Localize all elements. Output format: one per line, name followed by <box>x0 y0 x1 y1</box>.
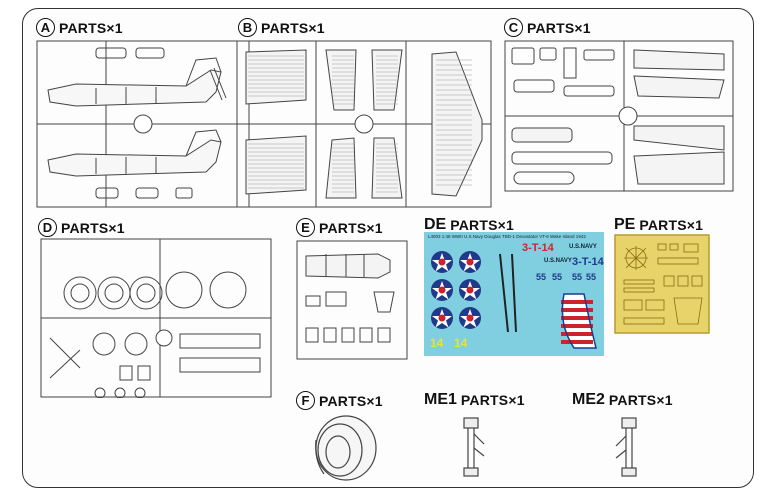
sprue-e-drawing <box>296 240 408 360</box>
group-b-count: PARTS×1 <box>261 19 325 36</box>
group-a-label: A PARTS×1 <box>36 18 123 37</box>
decal-header: L4003 1:48 WWII U.S.Navy Douglas TBD-1 D… <box>428 234 586 239</box>
sprue-b-drawing <box>236 40 492 208</box>
decal-num-b: 55 <box>552 272 563 282</box>
group-b-id: B <box>238 18 257 37</box>
group-me2-id: ME2 <box>572 391 605 408</box>
group-f-count: PARTS×1 <box>319 392 383 409</box>
decal-num-d: 55 <box>586 272 597 282</box>
group-e-id: E <box>296 218 315 237</box>
sprue-a-drawing <box>36 40 250 208</box>
group-de-label: DE PARTS×1 <box>424 216 514 234</box>
group-de-id: DE <box>424 216 447 233</box>
decal-usnavy-top: U.S.NAVY <box>569 244 597 250</box>
group-d-label: D PARTS×1 <box>38 218 125 237</box>
landing-gear-me2 <box>615 417 637 477</box>
group-f-label: F PARTS×1 <box>296 391 383 410</box>
sprue-c-drawing <box>504 40 734 192</box>
group-me2-label: ME2 PARTS×1 <box>572 391 673 409</box>
group-d-id: D <box>38 218 57 237</box>
group-me1-count: PARTS×1 <box>460 392 525 408</box>
group-b-label: B PARTS×1 <box>238 18 325 37</box>
group-f-id: F <box>296 391 315 410</box>
decal-sheet: L4003 1:48 WWII U.S.Navy Douglas TBD-1 D… <box>424 232 604 356</box>
decal-num-a: 55 <box>536 272 547 282</box>
group-me2-count: PARTS×1 <box>608 392 673 408</box>
decal-bottom-right: 14 <box>454 336 468 350</box>
group-me1-label: ME1 PARTS×1 <box>424 391 525 409</box>
group-e-count: PARTS×1 <box>319 219 383 236</box>
photo-etch-fret <box>614 234 710 334</box>
decal-code-right: 3-T-14 <box>572 256 604 268</box>
group-a-count: PARTS×1 <box>59 19 123 36</box>
cowling-part-f <box>315 415 377 481</box>
group-e-label: E PARTS×1 <box>296 218 383 237</box>
sprue-d-drawing <box>40 238 272 398</box>
decal-usnavy-mid: U.S.NAVY <box>544 258 572 264</box>
decal-code-left: 3-T-14 <box>522 242 554 254</box>
landing-gear-me1 <box>463 417 485 477</box>
group-pe-id: PE <box>614 216 636 233</box>
decal-roundels <box>431 251 597 349</box>
group-pe-label: PE PARTS×1 <box>614 216 703 234</box>
group-de-count: PARTS×1 <box>450 217 515 233</box>
group-c-id: C <box>504 18 523 37</box>
decal-bottom-left: 14 <box>430 336 444 350</box>
group-pe-count: PARTS×1 <box>639 217 704 233</box>
group-a-id: A <box>36 18 55 37</box>
group-me1-id: ME1 <box>424 391 457 408</box>
group-c-label: C PARTS×1 <box>504 18 591 37</box>
group-c-count: PARTS×1 <box>527 19 591 36</box>
group-d-count: PARTS×1 <box>61 219 125 236</box>
decal-num-c: 55 <box>572 272 583 282</box>
